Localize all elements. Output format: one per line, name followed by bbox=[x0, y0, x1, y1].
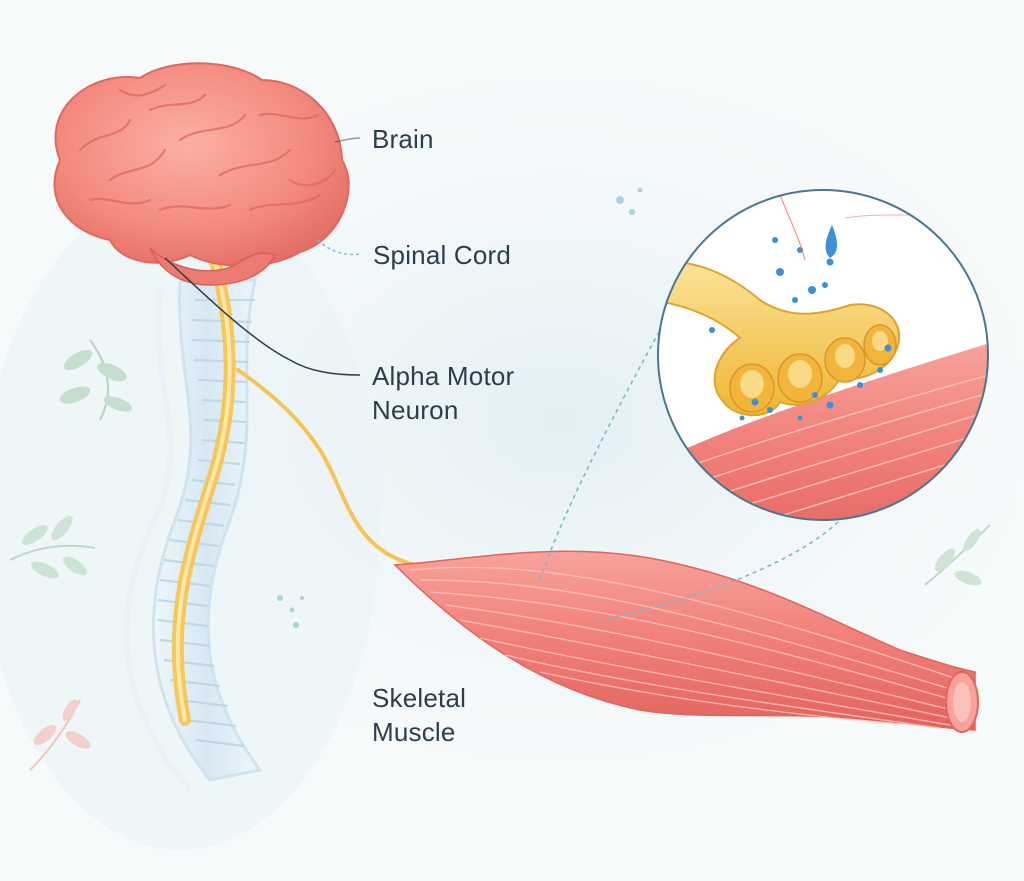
dots-decoration bbox=[277, 187, 643, 628]
label-skeletal-muscle: Skeletal Muscle bbox=[372, 681, 466, 749]
label-spinal-cord: Spinal Cord bbox=[373, 238, 511, 272]
leaf-decoration-left-1 bbox=[59, 339, 133, 421]
leaf-decoration-bottom-left bbox=[29, 699, 91, 771]
brain-leader-line bbox=[334, 137, 361, 143]
magnifier-connector bbox=[539, 329, 661, 581]
alpha-motor-leader-line bbox=[164, 257, 361, 376]
neurotransmitter-particles bbox=[709, 225, 892, 421]
label-alpha-motor-neuron-line-1: Alpha Motor bbox=[372, 361, 515, 391]
label-brain: Brain bbox=[372, 122, 434, 156]
label-skeletal-muscle-line-2: Muscle bbox=[372, 717, 456, 747]
label-alpha-motor-neuron-line-2: Neuron bbox=[372, 395, 459, 425]
skeletal-muscle bbox=[393, 550, 979, 733]
label-brain-text: Brain bbox=[372, 124, 434, 154]
brain bbox=[53, 62, 350, 286]
label-spinal-cord-text: Spinal Cord bbox=[373, 240, 512, 270]
spinal-cord-leader-line bbox=[317, 239, 363, 256]
label-alpha-motor-neuron: Alpha Motor Neuron bbox=[372, 359, 514, 427]
leaf-decoration-right bbox=[924, 524, 991, 586]
label-skeletal-muscle-line-1: Skeletal bbox=[372, 683, 467, 713]
leaf-decoration-left-2 bbox=[9, 515, 96, 579]
